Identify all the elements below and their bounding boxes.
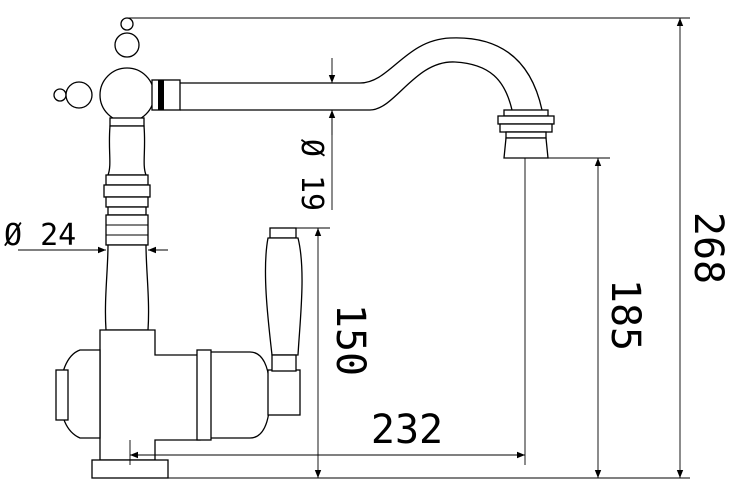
dim-overall-height: 268 <box>685 212 731 284</box>
dim-spout-outlet-height: 185 <box>602 279 648 351</box>
dim-lever-height: 150 <box>327 304 373 376</box>
dim-column-diameter: Ø 24 <box>4 218 76 253</box>
dim-spout-reach: 232 <box>371 407 443 453</box>
faucet-body <box>53 17 555 479</box>
dimension-lines <box>18 17 690 479</box>
dim-pipe-diameter: Ø 19 <box>294 139 329 211</box>
